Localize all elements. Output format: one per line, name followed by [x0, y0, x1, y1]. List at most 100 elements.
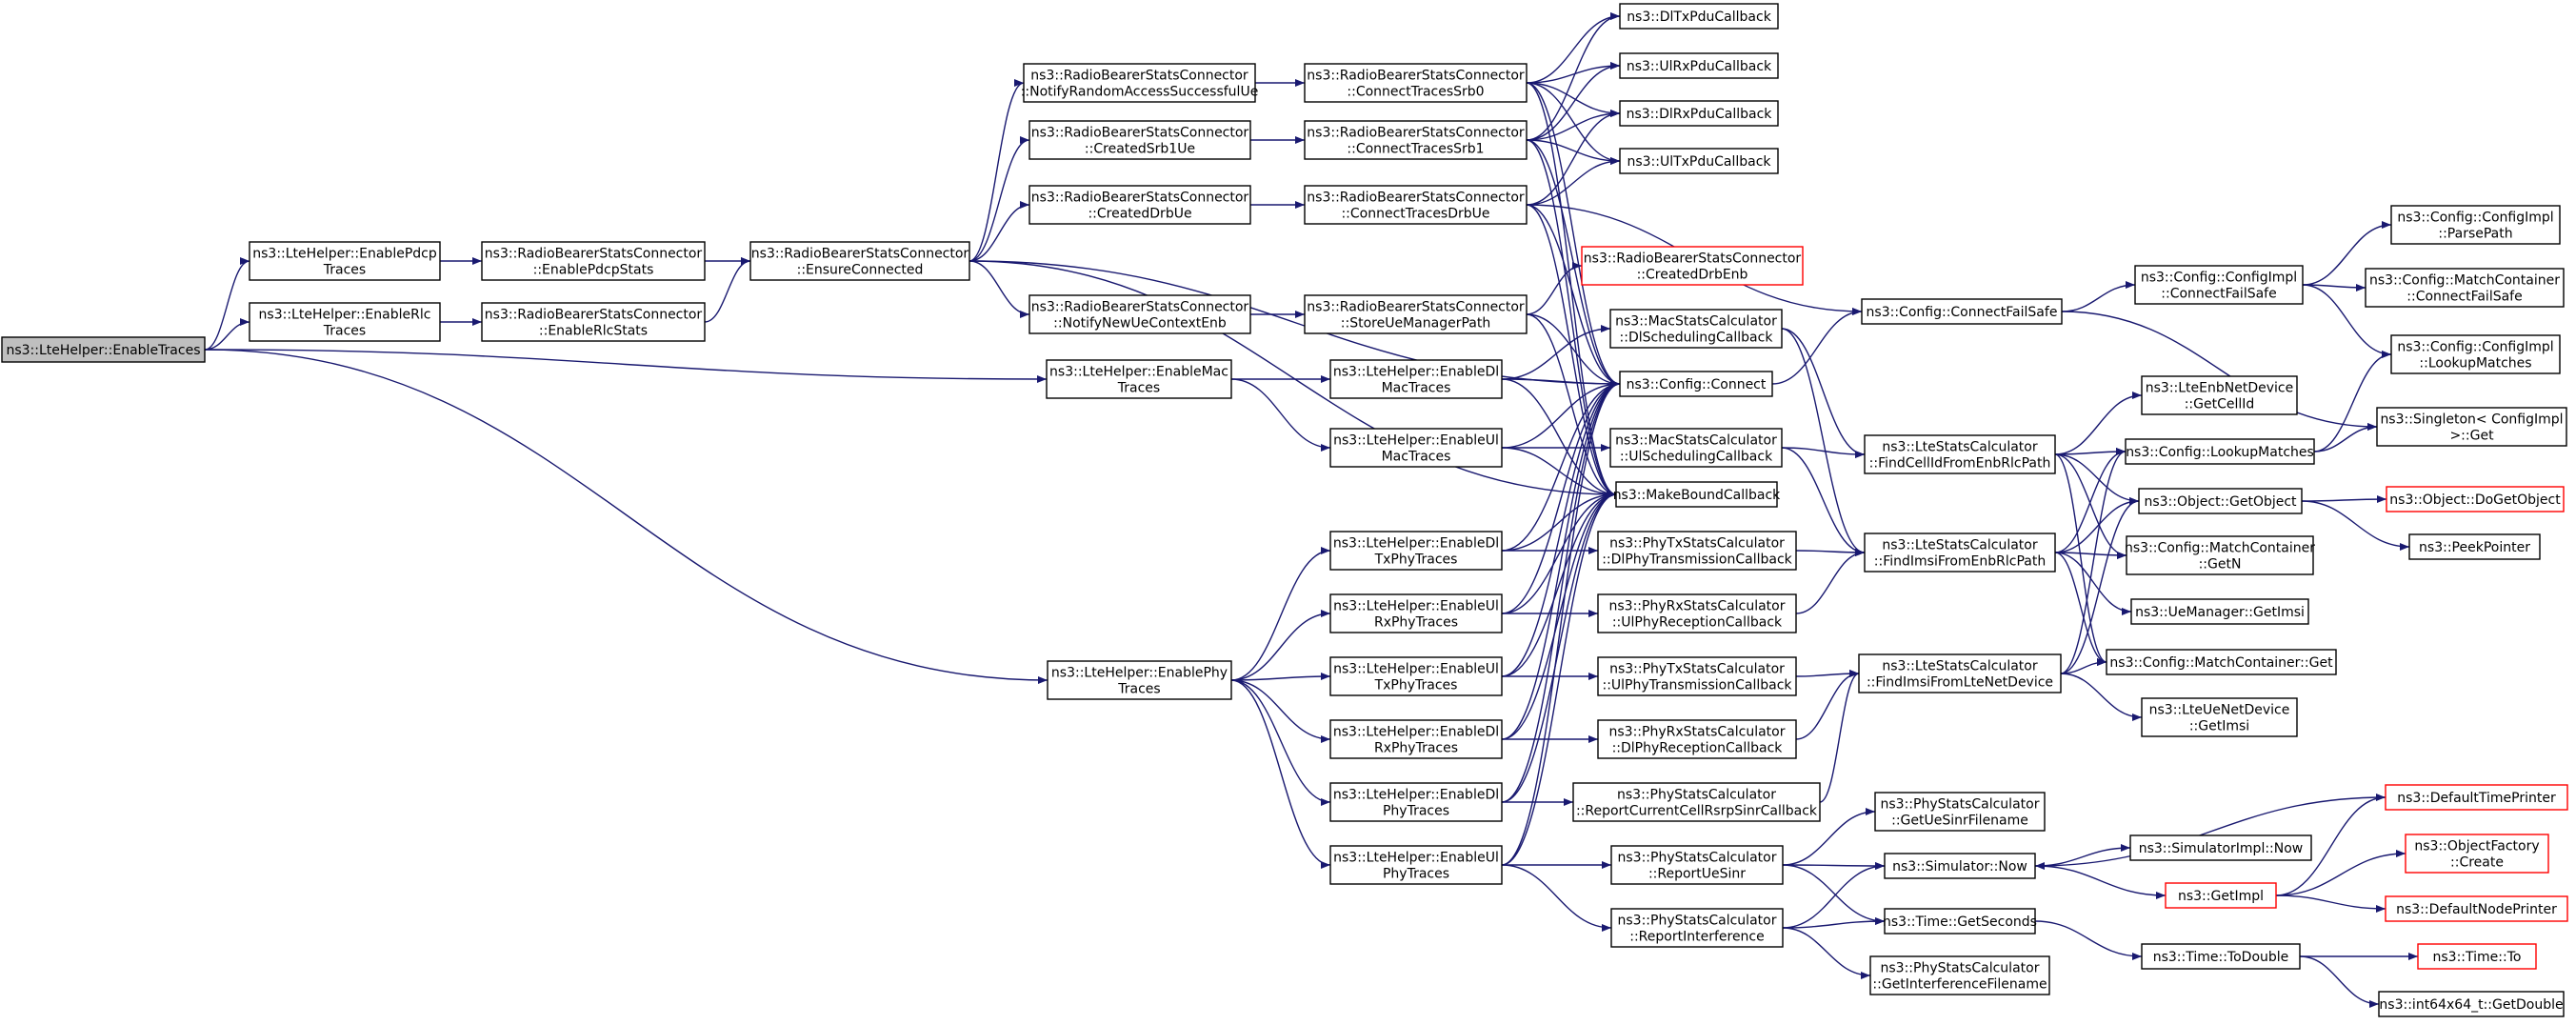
node-findCellId[interactable]: ns3::LteStatsCalculator::FindCellIdFromE… — [1864, 434, 2056, 474]
node-box[interactable] — [2390, 205, 2561, 245]
node-box[interactable] — [1597, 531, 1797, 571]
node-findImsiDev[interactable]: ns3::LteStatsCalculator::FindImsiFromLte… — [1858, 653, 2062, 693]
node-lookupMatches[interactable]: ns3::Config::LookupMatches — [2125, 438, 2315, 465]
node-ueSinr[interactable]: ns3::PhyStatsCalculator::ReportUeSinr — [1610, 845, 1784, 885]
node-doGetObject[interactable]: ns3::Object::DoGetObject — [2386, 486, 2565, 512]
node-box[interactable] — [2129, 834, 2312, 861]
node-getObject[interactable]: ns3::Object::GetObject — [2138, 488, 2303, 514]
node-box[interactable] — [1610, 908, 1784, 948]
node-ulRx[interactable]: ns3::UlRxPduCallback — [1619, 52, 1779, 79]
node-rsrp[interactable]: ns3::PhyStatsCalculator::ReportCurrentCe… — [1572, 782, 1821, 822]
node-box[interactable] — [1874, 792, 2046, 832]
node-box[interactable] — [1619, 371, 1773, 397]
node-box[interactable] — [2126, 535, 2314, 575]
node-box[interactable] — [1046, 359, 1232, 399]
node-singletonGet[interactable]: ns3::Singleton< ConfigImpl>::Get — [2376, 407, 2567, 447]
node-box[interactable] — [2141, 375, 2298, 415]
node-rbRlcStats[interactable]: ns3::RadioBearerStatsConnector::EnableRl… — [481, 302, 706, 342]
node-box[interactable] — [249, 302, 441, 342]
node-makeBound[interactable]: ns3::MakeBoundCallback — [1613, 481, 1781, 508]
node-interfFile[interactable]: ns3::PhyStatsCalculator::GetInterference… — [1869, 955, 2050, 995]
node-box[interactable] — [2390, 334, 2561, 374]
node-storeUe[interactable]: ns3::RadioBearerStatsConnector::StoreUeM… — [1304, 294, 1528, 334]
node-root[interactable]: ns3::LteHelper::EnableTraces — [1, 336, 206, 363]
node-cfgImplLookup[interactable]: ns3::Config::ConfigImpl::LookupMatches — [2390, 334, 2561, 374]
node-box[interactable] — [2376, 407, 2567, 447]
node-ueSinrFile[interactable]: ns3::PhyStatsCalculator::GetUeSinrFilena… — [1874, 792, 2046, 832]
node-int64GetDouble[interactable]: ns3::int64x64_t::GetDouble — [2378, 991, 2565, 1017]
node-box[interactable] — [2138, 488, 2303, 514]
node-box[interactable] — [2125, 438, 2315, 465]
node-phyRxDl[interactable]: ns3::PhyRxStatsCalculator::DlPhyReceptio… — [1597, 719, 1797, 759]
node-box[interactable] — [1861, 298, 2063, 325]
node-createdDrbEnb[interactable]: ns3::RadioBearerStatsConnector::CreatedD… — [1581, 246, 1804, 286]
node-objFactory[interactable]: ns3::ObjectFactory::Create — [2405, 834, 2549, 874]
node-box[interactable] — [1615, 481, 1778, 508]
node-box[interactable] — [1609, 309, 1783, 349]
node-box[interactable] — [1329, 782, 1503, 822]
node-macDlSched[interactable]: ns3::MacStatsCalculator::DlSchedulingCal… — [1609, 309, 1783, 349]
node-defTimePrinter[interactable]: ns3::DefaultTimePrinter — [2385, 784, 2568, 811]
node-box[interactable] — [1619, 52, 1779, 79]
node-box[interactable] — [1304, 185, 1528, 225]
node-connSrb0[interactable]: ns3::RadioBearerStatsConnector::ConnectT… — [1304, 63, 1528, 103]
node-box[interactable] — [1329, 845, 1503, 885]
node-timeTo[interactable]: ns3::Time::To — [2417, 943, 2537, 970]
node-box[interactable] — [1329, 531, 1503, 571]
node-box[interactable] — [1028, 185, 1251, 225]
node-box[interactable] — [1619, 100, 1779, 127]
node-findImsiRlc[interactable]: ns3::LteStatsCalculator::FindImsiFromEnb… — [1864, 533, 2056, 573]
node-box[interactable] — [1609, 428, 1783, 468]
node-getImpl[interactable]: ns3::GetImpl — [2165, 882, 2277, 909]
node-box[interactable] — [1, 336, 206, 363]
node-ulTx[interactable]: ns3::UlTxPduCallback — [1619, 148, 1779, 174]
node-macUlSched[interactable]: ns3::MacStatsCalculator::UlSchedulingCal… — [1609, 428, 1783, 468]
node-box[interactable] — [1304, 294, 1528, 334]
node-box[interactable] — [1619, 3, 1779, 30]
node-box[interactable] — [1619, 148, 1779, 174]
node-box[interactable] — [1329, 428, 1503, 468]
node-box[interactable] — [2134, 265, 2304, 305]
node-box[interactable] — [1597, 719, 1797, 759]
node-box[interactable] — [2417, 943, 2537, 970]
node-phyTxDl[interactable]: ns3::PhyTxStatsCalculator::DlPhyTransmis… — [1597, 531, 1797, 571]
node-box[interactable] — [1597, 656, 1797, 696]
node-box[interactable] — [2141, 697, 2298, 737]
node-box[interactable] — [2378, 991, 2565, 1017]
node-mcCfs[interactable]: ns3::Config::MatchContainer::ConnectFail… — [2365, 268, 2565, 308]
node-box[interactable] — [2130, 598, 2309, 625]
node-box[interactable] — [1572, 782, 1821, 822]
node-simImplNow[interactable]: ns3::SimulatorImpl::Now — [2129, 834, 2312, 861]
node-box[interactable] — [749, 241, 970, 281]
node-ueDevImsi[interactable]: ns3::LteUeNetDevice::GetImsi — [2141, 697, 2298, 737]
node-dlRx[interactable]: ns3::DlRxPduCallback — [1619, 100, 1779, 127]
node-box[interactable] — [1864, 434, 2056, 474]
node-notifyRa[interactable]: ns3::RadioBearerStatsConnector::NotifyRa… — [1021, 63, 1259, 103]
node-cfgImplCfs[interactable]: ns3::Config::ConfigImpl::ConnectFailSafe — [2134, 265, 2304, 305]
node-cfgConnect[interactable]: ns3::Config::Connect — [1619, 371, 1773, 397]
node-box[interactable] — [1304, 63, 1528, 103]
node-ueMgrImsi[interactable]: ns3::UeManager::GetImsi — [2130, 598, 2309, 625]
node-rbPdcpStats[interactable]: ns3::RadioBearerStatsConnector::EnablePd… — [481, 241, 706, 281]
node-cfgConnectFailSafe[interactable]: ns3::Config::ConnectFailSafe — [1861, 298, 2063, 325]
node-peekPointer[interactable]: ns3::PeekPointer — [2408, 533, 2541, 560]
node-box[interactable] — [481, 241, 706, 281]
node-ensure[interactable]: ns3::RadioBearerStatsConnector::EnsureCo… — [749, 241, 970, 281]
node-box[interactable] — [2165, 882, 2277, 909]
node-box[interactable] — [1329, 359, 1503, 399]
node-connSrb1[interactable]: ns3::RadioBearerStatsConnector::ConnectT… — [1304, 120, 1528, 160]
node-getSeconds[interactable]: ns3::Time::GetSeconds — [1883, 908, 2037, 935]
node-createdSrb1[interactable]: ns3::RadioBearerStatsConnector::CreatedS… — [1028, 120, 1251, 160]
node-phyTxUl[interactable]: ns3::PhyTxStatsCalculator::UlPhyTransmis… — [1597, 656, 1797, 696]
